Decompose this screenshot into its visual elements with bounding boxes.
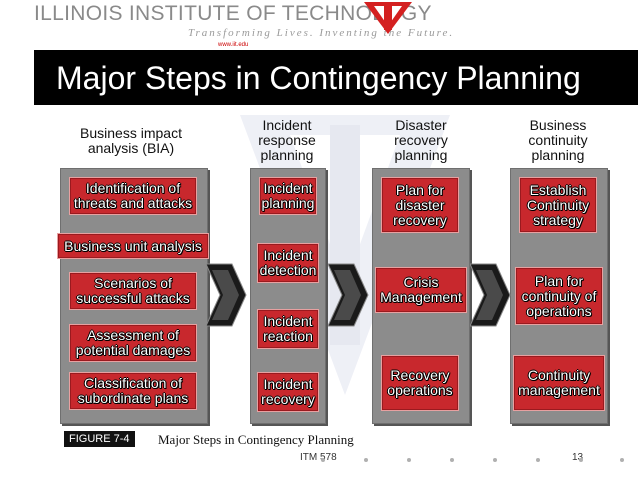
figure-label: FIGURE 7-4 bbox=[64, 431, 135, 447]
institution-tagline: Transforming Lives. Inventing the Future… bbox=[188, 27, 455, 39]
step-plan-for-continuity: Plan for continuity of operations bbox=[515, 267, 603, 325]
footer-dot bbox=[493, 458, 497, 462]
arrow-right-icon bbox=[328, 263, 369, 327]
footer-dot bbox=[579, 458, 583, 462]
column-heading-disaster-recovery: Disaster recovery planning bbox=[394, 117, 448, 163]
bia-panel: Identification of threats and attacks Bu… bbox=[57, 168, 209, 424]
footer-dot bbox=[364, 458, 368, 462]
step-assessment-of-damages: Assessment of potential damages bbox=[69, 324, 197, 362]
step-crisis-management: Crisis Management bbox=[375, 267, 467, 313]
footer-dot bbox=[536, 458, 540, 462]
course-code: ITM 578 bbox=[300, 452, 337, 463]
step-business-unit-analysis: Business unit analysis bbox=[57, 233, 209, 259]
step-incident-recovery: Incident recovery bbox=[257, 372, 319, 412]
step-identification-of-threats: Identification of threats and attacks bbox=[69, 177, 197, 215]
column-heading-incident-response: Incident response planning bbox=[258, 117, 316, 163]
step-establish-continuity-strategy: Establish Continuity strategy bbox=[519, 177, 597, 233]
arrow-right-icon bbox=[206, 263, 247, 327]
step-continuity-management: Continuity management bbox=[513, 355, 605, 411]
figure-caption: Major Steps in Contingency Planning bbox=[158, 432, 354, 447]
iit-logo-icon bbox=[364, 2, 412, 34]
step-incident-reaction: Incident reaction bbox=[257, 309, 319, 349]
column-heading-bia: Business impact analysis (BIA) bbox=[80, 125, 182, 156]
footer-dot bbox=[620, 458, 624, 462]
business-continuity-panel: Establish Continuity strategy Plan for c… bbox=[510, 168, 608, 424]
step-classification-of-plans: Classification of subordinate plans bbox=[69, 372, 197, 410]
footer-dot bbox=[407, 458, 411, 462]
incident-response-panel: Incident planning Incident detection Inc… bbox=[250, 168, 326, 424]
footer-dot bbox=[321, 458, 325, 462]
column-heading-business-continuity: Business continuity planning bbox=[528, 117, 588, 163]
institution-name: ILLINOIS INSTITUTE OF TECHNOLOGY bbox=[34, 2, 432, 25]
footer-dot bbox=[450, 458, 454, 462]
slide-title: Major Steps in Contingency Planning bbox=[56, 60, 581, 96]
institution-url: www.iit.edu bbox=[218, 42, 249, 48]
step-plan-for-disaster-recovery: Plan for disaster recovery bbox=[381, 177, 459, 233]
arrow-right-icon bbox=[470, 263, 511, 327]
title-bar bbox=[34, 50, 638, 105]
step-incident-planning: Incident planning bbox=[259, 177, 317, 215]
page-number: 13 bbox=[572, 452, 584, 463]
step-recovery-operations: Recovery operations bbox=[381, 355, 459, 411]
step-scenarios-of-attacks: Scenarios of successful attacks bbox=[69, 272, 197, 310]
step-incident-detection: Incident detection bbox=[257, 243, 319, 283]
disaster-recovery-panel: Plan for disaster recovery Crisis Manage… bbox=[372, 168, 470, 424]
